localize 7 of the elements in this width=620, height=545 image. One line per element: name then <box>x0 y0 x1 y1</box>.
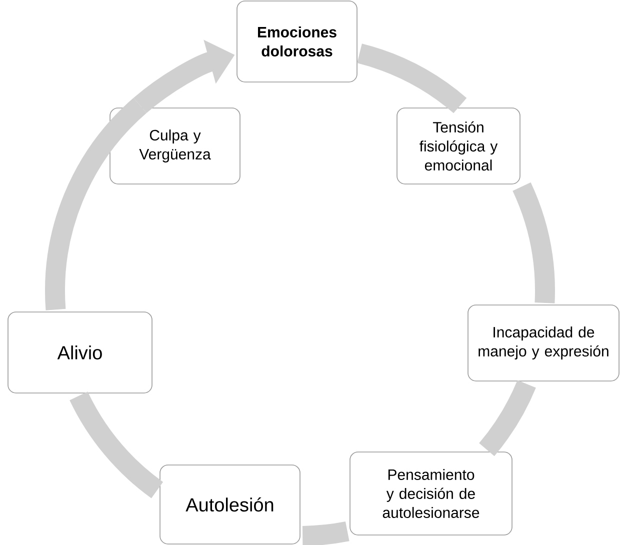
process-box: Pensamiento y decisión de autolesionarse <box>350 452 512 536</box>
process-box: Culpa y Vergüenza <box>110 108 240 184</box>
process-box: Alivio <box>8 312 152 394</box>
process-box: Emociones dolorosas <box>236 0 358 82</box>
process-box: Incapacidad de manejo y expresión <box>468 304 620 382</box>
process-box: Autolesión <box>160 464 300 544</box>
process-box: Tensión fisiológica y emocional <box>396 108 520 184</box>
